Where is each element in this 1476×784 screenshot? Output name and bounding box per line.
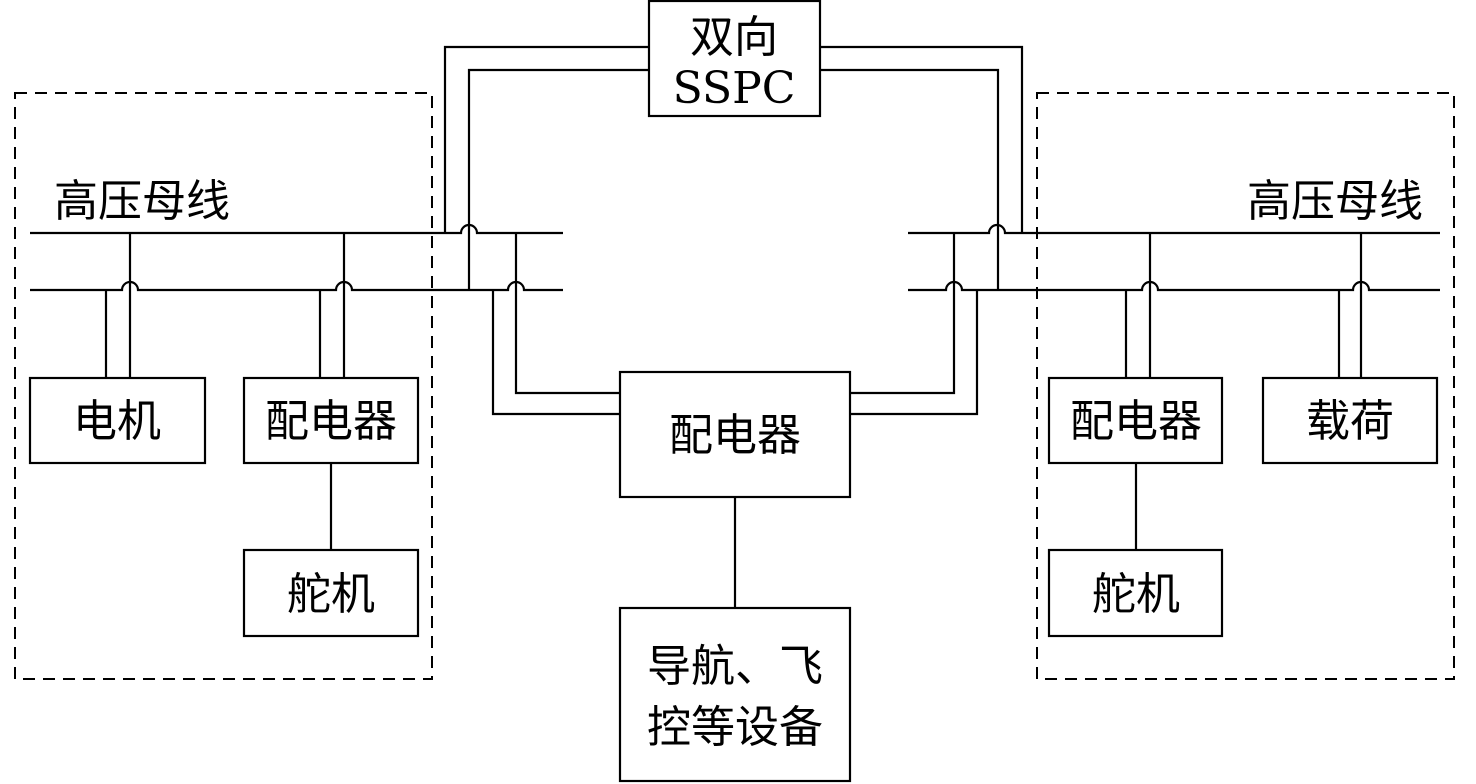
left-distributor-label: 配电器 — [265, 396, 397, 447]
left-group-boundary — [14, 92, 433, 680]
equipment-label-line1: 导航、飞 — [647, 641, 823, 692]
sspc-link-inner-right — [820, 68, 1000, 290]
sspc-link-outer-left — [443, 45, 649, 233]
center-distributor-label: 配电器 — [669, 410, 801, 461]
sspc-box — [647, 0, 822, 118]
left-servo-label: 舵机 — [287, 569, 375, 620]
sspc-label-line2: SSPC — [673, 63, 796, 114]
payload-label: 载荷 — [1306, 396, 1394, 447]
left-distributor-box — [242, 376, 420, 465]
center-feed-right-outer — [850, 290, 979, 416]
right-bus-label: 高压母线 — [1247, 176, 1423, 227]
right-servo-label: 舵机 — [1092, 569, 1180, 620]
sspc-label-line1: 双向 — [690, 12, 778, 63]
equipment-label-line2: 控等设备 — [647, 702, 823, 753]
center-distributor-box — [618, 370, 852, 499]
payload-box — [1261, 376, 1439, 465]
sspc-link-outer-right — [820, 45, 1024, 233]
right-group-boundary — [1036, 92, 1455, 680]
right-distributor-box — [1047, 376, 1224, 465]
left-bus-label: 高压母线 — [54, 176, 230, 227]
center-feed-left-outer — [491, 290, 620, 416]
right-distributor-label: 配电器 — [1070, 396, 1202, 447]
center-feed-right-inner — [850, 233, 956, 395]
motor-box — [28, 376, 207, 465]
left-servo-box — [242, 548, 420, 638]
left-bus-lower — [30, 280, 563, 292]
motor-label: 电机 — [73, 396, 161, 447]
right-servo-box — [1047, 548, 1224, 638]
equipment-box — [618, 606, 852, 783]
center-feed-left-inner — [514, 233, 620, 395]
sspc-link-inner-left — [467, 68, 649, 290]
